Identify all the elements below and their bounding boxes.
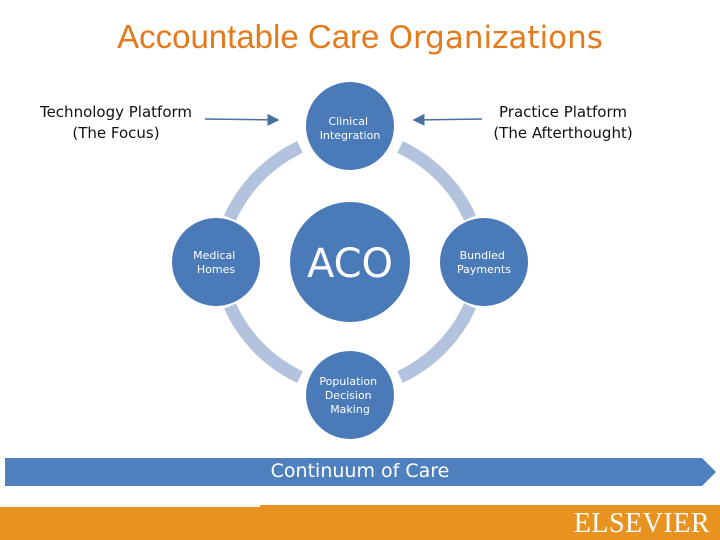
bundled-payments-circle	[440, 218, 528, 306]
aco-circle	[290, 202, 410, 322]
technology-platform-label: Technology Platform (The Focus)	[36, 102, 196, 144]
population-decision-line-2: Decision	[325, 389, 372, 402]
population-decision-circle	[306, 351, 394, 439]
clinical-integration-circle	[306, 82, 394, 170]
ring-segment-bottom-left	[224, 303, 303, 383]
practice-arrow	[412, 113, 483, 126]
clinical-integration-label: Clinical Integration	[320, 115, 381, 142]
technology-platform-line-2: (The Focus)	[72, 124, 160, 142]
ring-segment-top-right	[397, 141, 476, 221]
medical-homes-line-1: Medical	[193, 249, 235, 262]
clinical-integration-line-1: Clinical	[328, 115, 368, 128]
ring-segment-bottom-right	[397, 303, 476, 383]
footer-divider	[0, 505, 260, 507]
continuum-of-care-arrow	[5, 458, 716, 486]
medical-homes-circle	[172, 218, 260, 306]
technology-arrow	[204, 113, 280, 126]
footer-bar	[0, 505, 720, 540]
technology-platform-line-1: Technology Platform	[39, 103, 193, 121]
clinical-integration-line-2: Integration	[320, 129, 381, 142]
bundled-payments-label: Bundled Payments	[457, 249, 511, 276]
population-decision-line-1: Population	[319, 375, 377, 388]
practice-platform-line-2: (The Afterthought)	[493, 124, 633, 142]
bundled-payments-line-1: Bundled	[460, 249, 505, 262]
medical-homes-line-2: Homes	[197, 263, 235, 276]
elsevier-logo: ELSEVIER	[573, 508, 710, 539]
practice-platform-line-1: Practice Platform	[499, 103, 627, 121]
title-part-1: Accountable Care	[117, 18, 380, 55]
cycle-ring	[224, 141, 476, 383]
medical-homes-label: Medical Homes	[193, 249, 239, 276]
slide-title: Accountable Care Organizations	[0, 18, 720, 56]
population-decision-line-3: Making	[330, 403, 370, 416]
continuum-of-care-label: Continuum of Care	[270, 460, 450, 482]
title-part-2: Organizations	[388, 20, 603, 56]
ring-segment-top-left	[224, 141, 303, 221]
bundled-payments-line-2: Payments	[457, 263, 511, 276]
population-decision-label: Population Decision Making	[319, 375, 380, 416]
aco-label: ACO	[307, 241, 393, 287]
practice-platform-label: Practice Platform (The Afterthought)	[478, 102, 648, 144]
